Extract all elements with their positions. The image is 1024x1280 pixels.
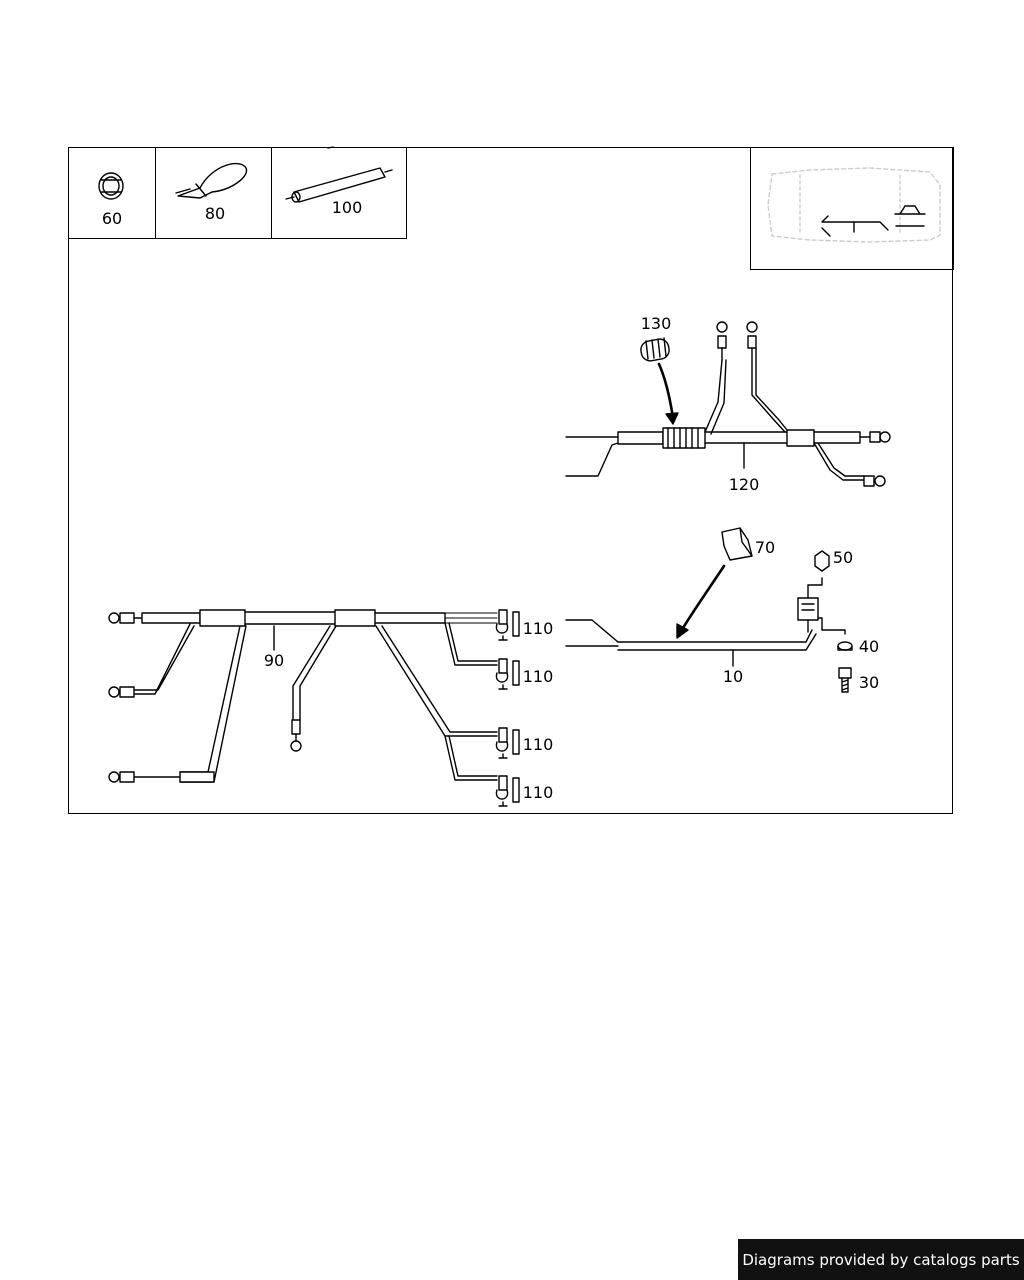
- callout-110-3: 110: [523, 735, 554, 754]
- bolt-30-icon: [838, 667, 852, 693]
- credit-banner: Diagrams provided by catalogs parts: [738, 1239, 1024, 1280]
- battery-terminal-icon: [495, 727, 520, 759]
- harness-90: [108, 609, 498, 783]
- vehicle-locator-box: [750, 147, 954, 270]
- callout-90: 90: [264, 651, 284, 670]
- corrugated-sleeve-130-icon: [640, 337, 670, 362]
- callout-110-4: 110: [523, 783, 554, 802]
- battery-terminal-110-icons: [495, 609, 520, 807]
- callout-110-1: 110: [523, 619, 554, 638]
- harness-120: [565, 321, 891, 487]
- callout-10: 10: [723, 667, 743, 686]
- arrowhead-130: [665, 412, 679, 425]
- vehicle-locator-car-icon: [767, 167, 941, 243]
- callout-70: 70: [755, 538, 775, 557]
- battery-terminal-icon: [495, 609, 520, 641]
- legend-label-80: 80: [205, 204, 225, 223]
- callout-30: 30: [859, 673, 879, 692]
- callout-110-2: 110: [523, 667, 554, 686]
- legend-cell-100: [271, 147, 407, 239]
- callout-40: 40: [859, 637, 879, 656]
- callout-50: 50: [833, 548, 853, 567]
- legend-label-60: 60: [102, 209, 122, 228]
- cable-grommet-icon: [98, 172, 124, 200]
- arrow-130: [657, 362, 675, 420]
- protective-sleeve-icon: [285, 146, 393, 203]
- harness-10: [565, 577, 846, 651]
- callout-120: 120: [729, 475, 760, 494]
- diagram-frame: [68, 147, 953, 814]
- battery-terminal-icon: [495, 658, 520, 690]
- clip-70-icon: [721, 527, 753, 561]
- cable-tie-icon: [175, 162, 248, 199]
- battery-terminal-icon: [495, 775, 520, 807]
- credit-text: Diagrams provided by catalogs parts: [742, 1250, 1020, 1269]
- arrow-70: [681, 564, 726, 630]
- washer-40-icon: [837, 641, 853, 651]
- arrowhead-70: [676, 623, 689, 639]
- callout-130: 130: [641, 314, 672, 333]
- legend-label-100: 100: [332, 198, 363, 217]
- nut-50-icon: [814, 550, 830, 572]
